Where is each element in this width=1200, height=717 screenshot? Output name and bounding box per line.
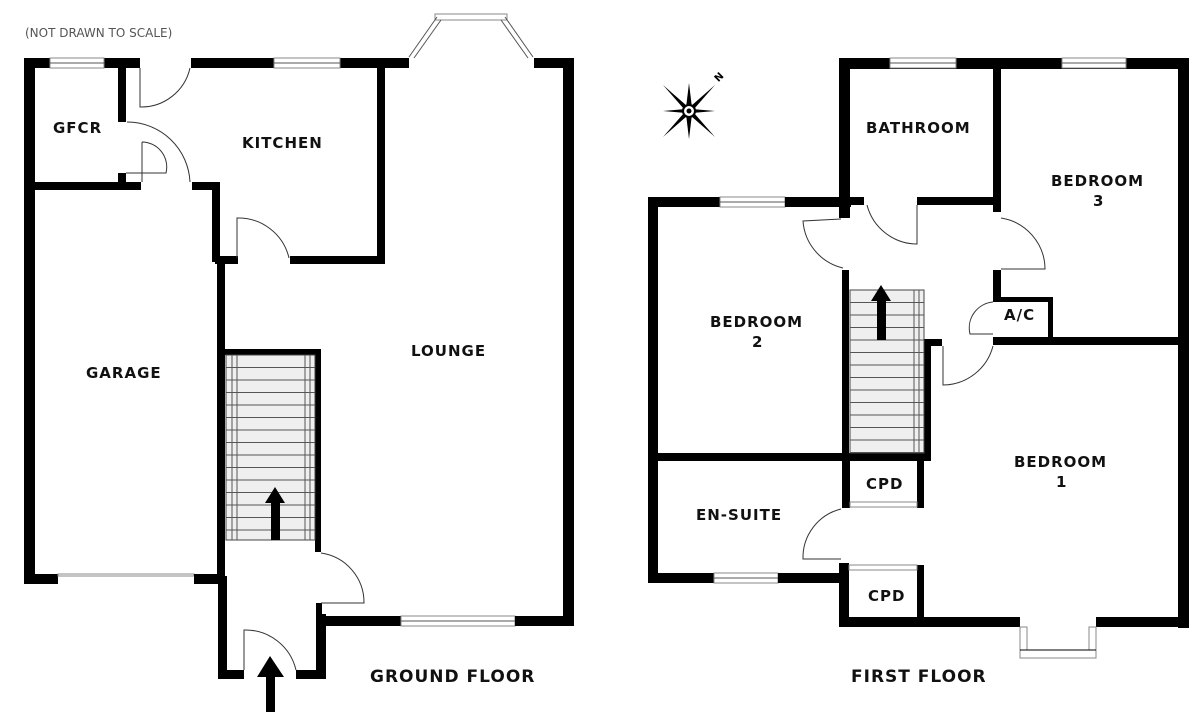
wall: [917, 197, 999, 205]
room-label-bedroom2-number: 2: [752, 333, 763, 351]
wall: [917, 453, 924, 508]
wall: [993, 270, 1001, 302]
wall: [194, 574, 225, 584]
door: [866, 204, 918, 245]
north-label: N: [713, 71, 727, 85]
wall: [648, 573, 714, 583]
wall: [118, 173, 126, 183]
bay-window: [1019, 626, 1097, 659]
wall: [316, 603, 322, 619]
room-label-ac: A/C: [1004, 306, 1035, 324]
wall: [316, 614, 326, 679]
cupboard-door: [849, 501, 918, 508]
door: [126, 141, 168, 182]
wall: [192, 182, 220, 190]
room-label-bedroom3: BEDROOM: [1051, 172, 1144, 190]
stair-up-arrow-icon: [871, 285, 891, 340]
door: [968, 301, 994, 335]
wall: [24, 182, 141, 190]
wall: [534, 58, 574, 68]
staircase: [849, 285, 925, 454]
wall: [563, 58, 574, 626]
wall: [839, 58, 850, 218]
compass-rose-icon: N: [663, 71, 726, 139]
wall: [785, 197, 851, 207]
wall: [839, 58, 1189, 69]
wall: [1096, 617, 1189, 627]
wall: [917, 565, 924, 625]
room-label-bathroom: BATHROOM: [866, 119, 971, 137]
wall: [377, 58, 385, 263]
wall: [648, 197, 720, 207]
wall: [315, 349, 321, 552]
wall: [24, 58, 35, 582]
wall: [290, 256, 385, 264]
wall: [215, 256, 238, 264]
garage-door: [57, 573, 195, 577]
cupboard-door: [848, 564, 918, 571]
door: [320, 552, 365, 604]
room-label-bedroom2: BEDROOM: [710, 313, 803, 331]
room-label-kitchen: KITCHEN: [242, 134, 323, 152]
door: [942, 345, 994, 386]
front-door: [243, 629, 297, 671]
wall: [218, 576, 227, 678]
door: [802, 508, 842, 560]
wall: [839, 563, 849, 625]
door: [236, 217, 290, 259]
wall: [993, 58, 1001, 212]
wall: [648, 453, 924, 461]
wall: [842, 270, 849, 456]
stair-up-arrow-icon: [265, 487, 285, 540]
room-label-lounge: LOUNGE: [411, 342, 486, 360]
bay-window: [408, 13, 534, 59]
wall: [118, 58, 126, 122]
wall: [928, 339, 942, 346]
room-label-bedroom1: BEDROOM: [1014, 453, 1107, 471]
wall: [1048, 297, 1053, 341]
wall: [24, 574, 58, 584]
not-to-scale-note: (NOT DRAWN TO SCALE): [25, 26, 172, 40]
ground-floor-title: GROUND FLOOR: [370, 667, 535, 687]
door: [139, 67, 191, 108]
wall: [993, 337, 1189, 345]
wall: [217, 262, 225, 582]
wall: [848, 197, 864, 205]
wall: [778, 573, 848, 583]
room-label-bedroom3-number: 3: [1093, 192, 1104, 210]
first-floor: N: [648, 57, 1189, 687]
wall: [218, 670, 244, 679]
wall: [212, 182, 220, 262]
room-label-ensuite: EN-SUITE: [696, 506, 782, 524]
wall: [1001, 297, 1053, 302]
room-label-gfcr: GFCR: [53, 119, 102, 137]
staircase: [225, 354, 316, 541]
door: [802, 218, 844, 269]
door: [1000, 217, 1046, 270]
wall: [316, 616, 401, 626]
wall: [842, 453, 850, 508]
wall: [222, 349, 320, 355]
entrance-arrow-icon: [257, 656, 284, 712]
door: [126, 121, 191, 183]
room-label-bedroom1-number: 1: [1056, 473, 1067, 491]
room-label-garage: GARAGE: [86, 364, 162, 382]
first-floor-title: FIRST FLOOR: [851, 667, 987, 687]
wall: [296, 670, 326, 679]
wall: [515, 616, 574, 626]
room-label-cupboard-upper: CPD: [866, 475, 903, 493]
wall: [839, 617, 1020, 627]
wall: [924, 339, 931, 461]
room-label-cupboard-lower: CPD: [868, 587, 905, 605]
ground-floor: GFCR KITCHEN GARAGE LOUNGE GROUND FLOOR: [24, 13, 574, 712]
wall: [648, 197, 658, 582]
